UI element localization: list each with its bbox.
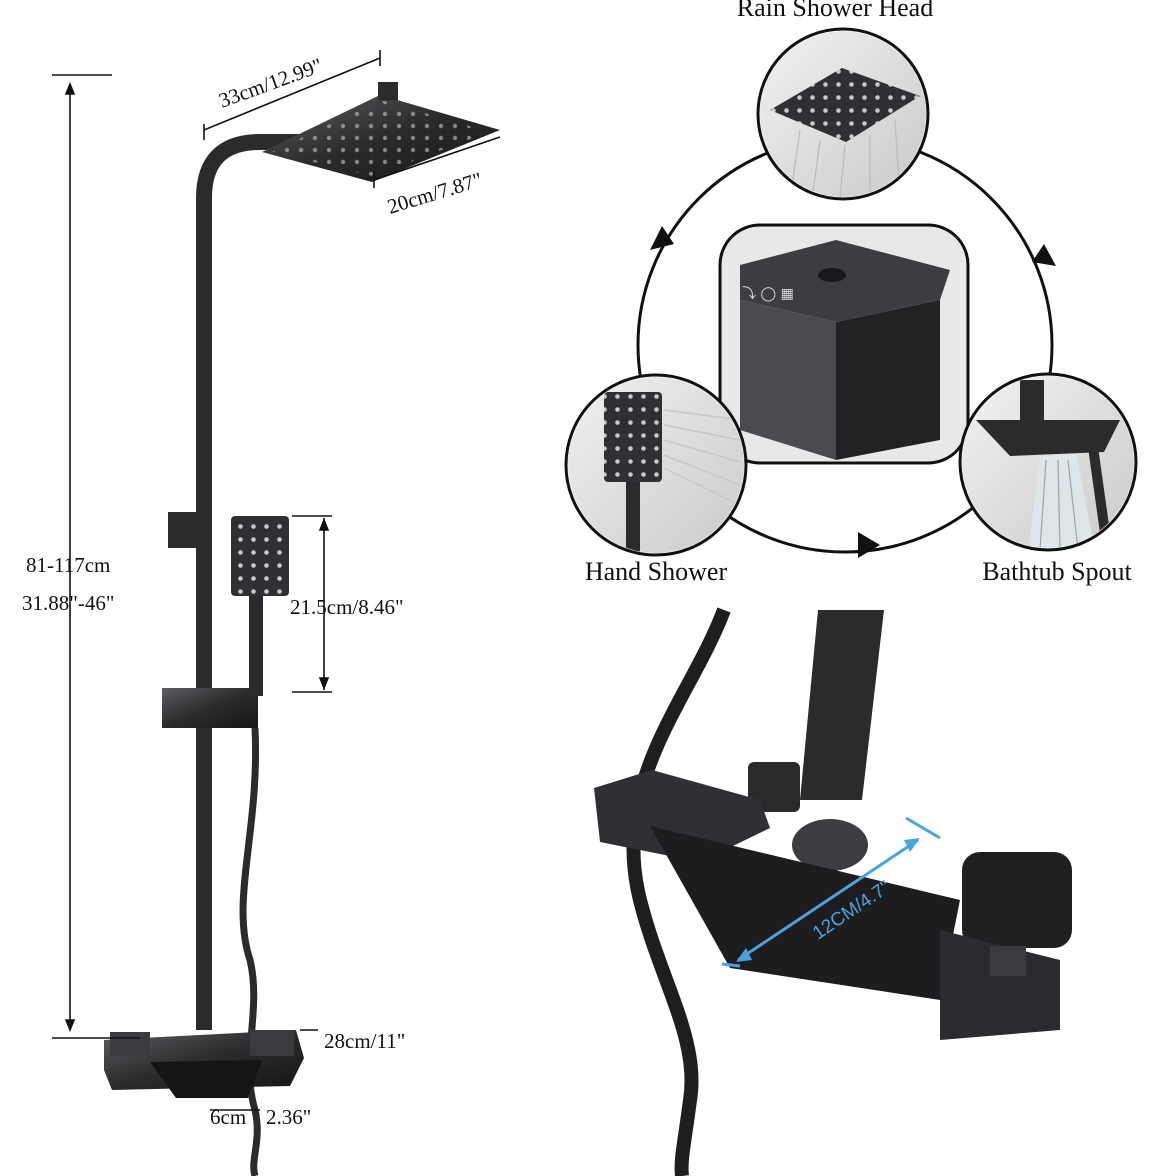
closeup-spout	[650, 826, 960, 1000]
cycle-arrow-left	[650, 226, 674, 250]
mixer-spout	[150, 1060, 262, 1098]
closeup-wall-plate	[962, 852, 1072, 948]
hand-shower-length-label: 21.5cm/8.46"	[290, 595, 404, 619]
rain-head-thumbnail	[756, 27, 930, 201]
hand-shower-head	[231, 516, 289, 596]
riser-pipe	[196, 134, 300, 1030]
bathtub-spout-label: Bathtub Spout	[982, 557, 1132, 586]
closeup-mixer-left	[594, 770, 770, 862]
valve-mode-icons: ⤵ ◯ ▦	[742, 286, 794, 302]
hand-shower-handle	[249, 596, 263, 696]
height-in-label: 31.88"-46"	[22, 591, 114, 615]
slide-holder-bottom	[162, 688, 258, 728]
mixer-closeup-illustration	[594, 607, 1072, 1176]
height-cm-label: 81-117cm	[26, 553, 110, 577]
closeup-mixer-right	[940, 930, 1060, 1040]
cycle-arrow-bottom	[858, 532, 880, 558]
shower-column-illustration	[104, 82, 500, 1176]
slide-holder-top	[168, 512, 212, 548]
spout-width-in-label: 2.36"	[266, 1105, 311, 1129]
cycle-arrow-right	[1032, 244, 1056, 266]
hand-shower-thumbnail	[564, 373, 748, 557]
closeup-riser	[800, 610, 884, 800]
rain-shower-head-label: Rain Shower Head	[737, 0, 933, 22]
hand-shower-label: Hand Shower	[585, 557, 728, 586]
mixer-knob-right	[250, 1030, 294, 1056]
mixer-width-label: 28cm/11"	[324, 1029, 405, 1053]
closeup-knob	[990, 946, 1026, 976]
spout-width-cm-label: 6cm	[210, 1105, 246, 1129]
closeup-hose	[626, 607, 731, 1176]
dimension-lines	[52, 50, 501, 1111]
mixer-knob-left	[110, 1032, 150, 1056]
hose	[239, 727, 261, 1176]
closeup-bracket	[748, 762, 800, 812]
bathtub-spout-thumbnail	[958, 372, 1138, 552]
rain-head-nozzles	[272, 100, 490, 176]
valve-thumbnail: ⤵ ◯ ▦	[718, 223, 970, 465]
closeup-connector	[792, 819, 868, 871]
head-depth-label: 20cm/7.87"	[384, 167, 485, 219]
rain-head-arm	[378, 82, 398, 100]
head-width-label: 33cm/12.99"	[216, 53, 326, 113]
